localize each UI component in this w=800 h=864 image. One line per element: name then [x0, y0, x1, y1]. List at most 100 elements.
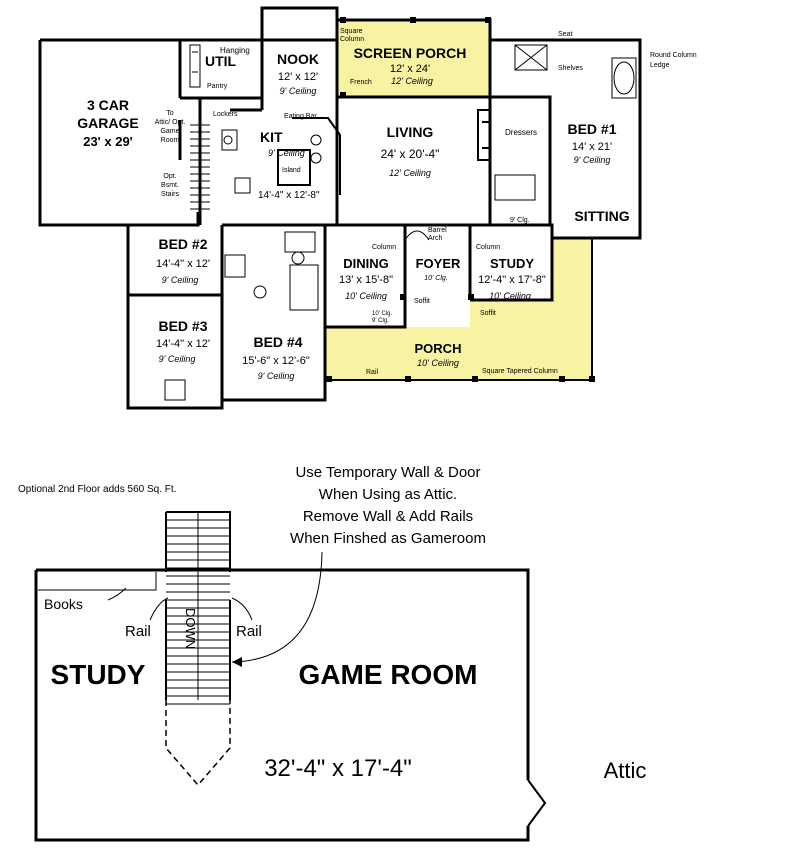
nook-label: NOOK: [277, 51, 319, 67]
stair-rails: [165, 600, 231, 700]
callout-line-1: Use Temporary Wall & Door: [295, 464, 480, 481]
bed1-clg: 9' Clg.: [510, 217, 530, 224]
callout-line-2: When Using as Attic.: [319, 486, 457, 503]
second-floor-plan: Optional 2nd Floor adds 560 Sq. Ft. Use …: [18, 464, 647, 842]
screen-porch-ceiling: 12' Ceiling: [391, 76, 433, 86]
attic-stairs: [190, 124, 210, 210]
rail-right-label: Rail: [236, 623, 262, 640]
game-room-label: GAME ROOM: [299, 659, 478, 690]
attic-door: [527, 779, 547, 827]
nook-dims: 12' x 12': [278, 71, 318, 83]
foyer-label: FOYER: [416, 256, 461, 271]
french-door-label: French: [350, 79, 372, 86]
rail-right-arrow: [231, 597, 253, 621]
attic-note: To: [166, 110, 174, 117]
round-column-label: Round Column: [650, 52, 697, 59]
shelves-label: Shelves: [558, 65, 583, 72]
callout-arrow: [231, 551, 323, 663]
study-walls: [470, 223, 554, 302]
dining-clg: 10' Clg.: [372, 311, 392, 317]
bed4-label: BED #4: [253, 334, 302, 350]
study-label: STUDY: [490, 256, 534, 271]
bed3-dims: 14'-4" x 12': [156, 338, 210, 350]
screen-porch-column: [340, 17, 346, 23]
study-column: Column: [476, 244, 500, 251]
attic-note: Attic/ Opt.: [155, 119, 186, 126]
screen-porch-column: [410, 17, 416, 23]
study-dims: 12'-4" x 17'-8": [478, 274, 546, 286]
fireplace: [477, 109, 491, 161]
bed4-dims: 15'-6" x 12'-6": [242, 355, 310, 367]
kitchen-details: [221, 129, 322, 194]
barrel-arch-label: Barrel: [428, 227, 447, 234]
attic-note: Game: [160, 128, 179, 135]
porch-column: [559, 376, 565, 382]
bed4-walls: [220, 225, 327, 402]
stairs-note: Stairs: [161, 191, 179, 198]
books-arrow: [107, 587, 127, 601]
study-ceiling: 10' Ceiling: [489, 291, 531, 301]
game-room-dims: 32'-4" x 17'-4": [264, 755, 412, 782]
dining-ceiling: 10' Ceiling: [345, 291, 387, 301]
rail-left-arrow: [149, 597, 169, 621]
callout-line-4: When Finshed as Gameroom: [290, 530, 486, 547]
bed4-ceiling: 9' Ceiling: [258, 371, 295, 381]
living-label: LIVING: [387, 124, 434, 140]
stair-below: [165, 700, 231, 787]
callout-line-3: Remove Wall & Add Rails: [303, 508, 473, 525]
bed3-walls: [126, 295, 224, 410]
porch-column: [400, 294, 406, 300]
seat-label: Seat: [558, 31, 572, 38]
porch-column-label: Square Tapered Column: [482, 368, 558, 375]
books-shelf: [38, 572, 157, 591]
nook-walls: [230, 6, 339, 225]
front-porch-outline: [324, 238, 593, 381]
pantry-label: Pantry: [207, 83, 228, 90]
stair-treads: [166, 512, 230, 705]
utility-walls: [180, 38, 337, 225]
foyer-soffit: Soffit: [414, 298, 430, 305]
porch-column: [326, 376, 332, 382]
foyer-ceiling: 10' Clg.: [424, 275, 448, 282]
nook-ceiling: 9' Ceiling: [280, 86, 317, 96]
stair-down-label: DOWN: [183, 608, 198, 649]
porch-ceiling: 10' Ceiling: [417, 358, 459, 368]
screen-porch-fill: [337, 20, 490, 97]
column-note: Column: [340, 36, 364, 43]
garage-label: 3 CAR: [87, 97, 129, 113]
kitchen-label: KIT: [260, 129, 283, 145]
living-ceiling: 12' Ceiling: [389, 168, 431, 178]
lockers-label: Lockers: [213, 111, 238, 118]
util-label: UTIL: [205, 53, 237, 69]
washer-dryer: [189, 44, 201, 88]
living-walls: [337, 95, 492, 227]
kitchen-counter: [277, 117, 341, 195]
porch-column: [468, 294, 474, 300]
dining-label: DINING: [343, 256, 389, 271]
bed2-ceiling: 9' Ceiling: [162, 275, 199, 285]
bed3-label: BED #3: [158, 318, 207, 334]
attic-label: Attic: [604, 758, 647, 783]
bed2-label: BED #2: [158, 236, 207, 252]
dining-walls: [325, 223, 407, 329]
porch-rail-label: Rail: [366, 369, 379, 376]
dining-column: Column: [372, 244, 396, 251]
toilet: [253, 285, 267, 299]
bed1-ceiling: 9' Ceiling: [574, 155, 611, 165]
first-floor-plan: 3 CAR GARAGE 23' x 29' UTIL Hanging Pant…: [38, 6, 697, 410]
attic-note: Room: [161, 137, 180, 144]
books-label: Books: [44, 596, 83, 612]
garage-label-2: GARAGE: [77, 115, 138, 131]
ledge-label: Ledge: [650, 62, 670, 69]
bath-fixtures: [164, 231, 319, 401]
porch-column: [472, 376, 478, 382]
barrel-arch: [404, 230, 430, 241]
dining-clg: 9' Clg.: [372, 318, 389, 324]
study-label-2nd: STUDY: [51, 659, 146, 690]
eating-bar-label: Eating Bar: [284, 113, 317, 120]
column-note: Square: [340, 28, 363, 35]
dressers-label: Dressers: [505, 128, 537, 137]
sitting-label: SITTING: [574, 208, 629, 224]
barrel-arch-label: Arch: [428, 235, 443, 242]
